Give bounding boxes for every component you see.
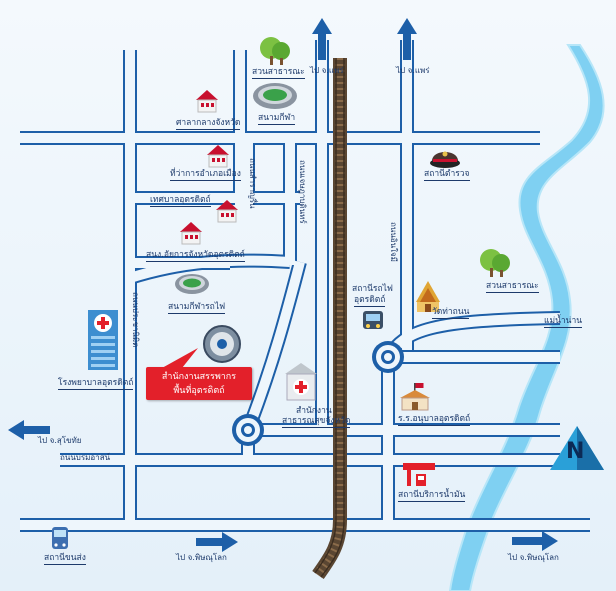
label-school: ร.ร.อนุบาลอุตรดิตถ์ <box>398 414 471 426</box>
label-train-station-2: อุตรดิตถ์ <box>354 295 386 307</box>
revenue-office-callout: สำนักงานสรรพากร พื้นที่อุตรดิตถ์ <box>146 367 252 400</box>
school-icon <box>400 383 430 411</box>
label-hospital: โรงพยาบาลอุตรดิตถ์ <box>58 378 134 390</box>
bus-icon <box>52 527 68 549</box>
label-provincial-office: สนง.อัยการจังหวัดอุตรดิตถ์ <box>146 250 245 262</box>
building-district-icon <box>207 145 229 168</box>
road-label-a: ถนนประชานิมิต <box>131 292 140 348</box>
label-river: แม่น้ำน่าน <box>544 316 583 328</box>
train-icon <box>363 311 383 329</box>
label-health-office-2: สาธารณสุขจังหวัด <box>282 416 351 428</box>
north-arrow-icon <box>550 426 604 470</box>
revenue-office-seal-icon <box>203 325 241 363</box>
label-police: สถานีตำรวจ <box>424 169 470 181</box>
label-municipality: เทศบาลอุตรดิตถ์ <box>150 195 211 207</box>
building-court-icon <box>196 90 218 113</box>
roundabout-right <box>372 341 404 373</box>
rail-stadium-icon <box>175 274 209 294</box>
temple-icon <box>416 281 440 312</box>
nan-river <box>448 44 605 591</box>
label-health-office-1: สำนักงาน <box>296 406 332 416</box>
health-office-icon <box>285 363 317 401</box>
railway <box>312 58 347 580</box>
roundabout-left <box>232 414 264 446</box>
building-municipality-icon <box>216 200 238 223</box>
direction-phitsanulok-2: ไป จ.พิษณุโลก <box>508 553 559 562</box>
road-label-e: ถนนอินใจมี <box>389 222 398 262</box>
north-letter: N <box>566 439 585 464</box>
road-label-b: ถนนสำราญรื่น <box>248 158 257 209</box>
tree-icon-right <box>480 249 510 277</box>
hospital-building-icon <box>88 310 118 370</box>
label-park-right: สวนสาธารณะ <box>486 281 539 293</box>
label-rail-stadium: สนามกีฬารถไฟ <box>168 302 226 314</box>
label-train-station-1: สถานีรถไฟ <box>352 284 393 294</box>
road-label-c: ถนนเจษฎาบดินทร์ <box>298 160 307 224</box>
label-park-top: สวนสาธารณะ <box>252 67 305 79</box>
callout-line-2: พื้นที่อุตรดิตถ์ <box>173 386 225 396</box>
gas-station-icon <box>403 463 435 486</box>
roads-inner <box>20 40 590 530</box>
label-gas-station: สถานีบริการน้ำมัน <box>398 490 466 502</box>
direction-phrae-right: ไป จ.แพร่ <box>396 66 430 75</box>
road-label-d: ถนนบรมอาสน์ <box>60 453 111 462</box>
direction-phrae-left: ไป จ.แพร่ <box>310 66 344 75</box>
label-stadium: สนามกีฬา <box>258 113 296 125</box>
direction-arrows <box>8 18 558 552</box>
label-court: ศาลากลางจังหวัด <box>176 118 241 130</box>
stadium-icon <box>253 83 297 109</box>
building-provincial-icon <box>180 222 202 245</box>
callout-pointer <box>162 348 198 368</box>
tree-icon <box>260 37 290 65</box>
label-district-office: ที่ว่าการอำเภอเมือง <box>170 169 241 181</box>
direction-sukhothai: ไป จ.สุโขทัย <box>38 436 82 445</box>
label-bus-station: สถานีขนส่ง <box>44 553 86 565</box>
direction-phitsanulok-1: ไป จ.พิษณุโลก <box>176 553 227 562</box>
police-hat-icon <box>430 151 460 168</box>
callout-line-1: สำนักงานสรรพากร <box>161 372 237 382</box>
label-temple: วัดท่าถนน <box>432 307 470 319</box>
